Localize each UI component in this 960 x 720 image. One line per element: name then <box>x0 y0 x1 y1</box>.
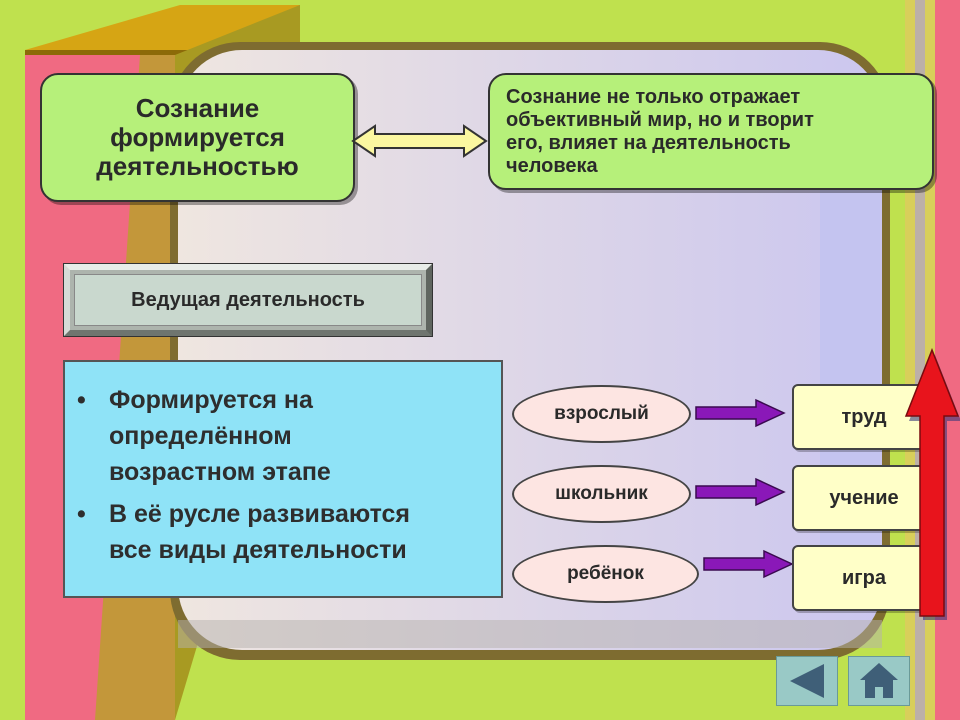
arrow-right-icon <box>695 398 786 428</box>
activity-study: учение <box>792 465 936 531</box>
bullets-box: • Формируется на определённом возрастном… <box>63 360 503 598</box>
leading-activity-box: Ведущая деятельность <box>64 264 432 336</box>
activity-study-label: учение <box>829 486 899 509</box>
reflects-line-2: объективный мир, но и творит <box>506 108 814 131</box>
reflects-line-1: Сознание не только отражает <box>506 85 801 108</box>
reflects-line-3: его, влияет на деятельность <box>506 131 791 154</box>
bullet-1-line-3: возрастном этапе <box>109 458 331 486</box>
home-icon <box>860 663 898 698</box>
stage-oval-schoolchild: школьник <box>512 465 691 523</box>
consciousness-reflects-box: Сознание не только отражает объективный … <box>488 73 934 190</box>
home-button[interactable] <box>848 656 910 706</box>
activity-play-label: игра <box>842 566 886 589</box>
consciousness-formed-text: Сознание формируется деятельностью <box>96 93 299 181</box>
leading-activity-label: Ведущая деятельность <box>74 274 422 326</box>
stage-schoolchild-label: школьник <box>555 483 648 504</box>
bullet-2-line-1: В её русле развиваются <box>109 500 411 528</box>
bullet-2-line-2: все виды деятельности <box>109 536 407 564</box>
activity-work-label: труд <box>841 405 887 428</box>
consciousness-formed-box: Сознание формируется деятельностью <box>40 73 355 202</box>
up-arrow-icon <box>904 348 960 620</box>
back-button[interactable] <box>776 656 838 706</box>
double-arrow-icon <box>351 124 488 158</box>
stage-adult-label: взрослый <box>554 403 649 424</box>
arrow-right-icon <box>703 549 794 579</box>
arrow-right-icon <box>695 477 786 507</box>
stage-oval-adult: взрослый <box>512 385 691 443</box>
bullet-item: • В её русле развиваются все виды деятел… <box>77 496 485 568</box>
back-triangle-icon <box>790 664 824 698</box>
bullet-1-line-2: определённом <box>109 422 292 450</box>
activity-play: игра <box>792 545 936 611</box>
bullet-dot: • <box>77 386 86 414</box>
bullet-dot: • <box>77 500 86 528</box>
bullet-item: • Формируется на определённом возрастном… <box>77 382 485 490</box>
reflects-line-4: человека <box>506 154 598 177</box>
bullet-1-line-1: Формируется на <box>109 386 313 414</box>
stage-child-label: ребёнок <box>567 563 644 584</box>
stage-oval-child: ребёнок <box>512 545 699 603</box>
